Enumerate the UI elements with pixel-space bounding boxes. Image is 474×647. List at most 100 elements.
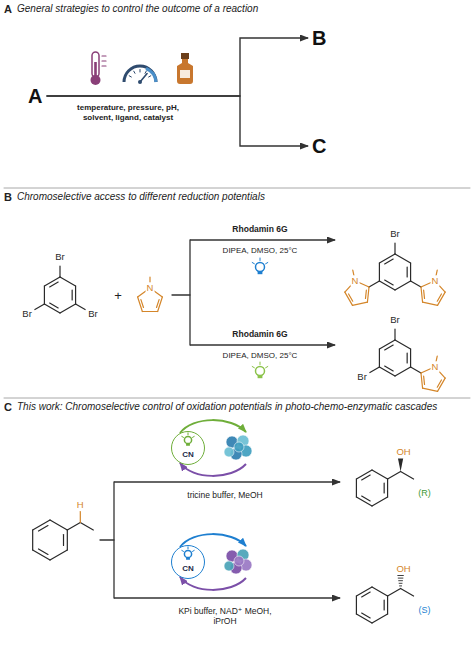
- hashed-bond: [398, 578, 403, 579]
- bond-line: [32, 530, 33, 550]
- bond-line: [401, 589, 414, 597]
- enzyme-cartoon: [224, 561, 234, 571]
- outcome-arrow: [46, 96, 308, 146]
- bond-line: [395, 340, 411, 349]
- bond-line: [379, 281, 395, 290]
- bond-line: [35, 304, 45, 310]
- gauge-tick: [140, 70, 141, 73]
- bond-line: [39, 549, 48, 554]
- reaction-letter-text: B: [312, 26, 326, 50]
- panel-letter: A: [4, 3, 12, 16]
- bond-line: [63, 535, 64, 546]
- bond-line: [365, 290, 367, 298]
- reaction-arrow: [190, 344, 335, 345]
- atom-label: H: [76, 499, 85, 510]
- panel-band: B Chromoselective access to different red…: [0, 188, 474, 398]
- bond-line: [369, 281, 379, 287]
- bond-line: [379, 340, 395, 349]
- bond-line: [385, 345, 394, 350]
- bond-line: [367, 287, 369, 302]
- light-bulb-icon: [256, 367, 265, 376]
- light-bulb-icon: [186, 557, 190, 560]
- panel-b-scheme: [35, 240, 445, 391]
- panel-separator: [4, 188, 470, 398]
- atom-label: Br: [389, 228, 401, 239]
- light-ray: [182, 436, 184, 437]
- enzyme-cartoon: [224, 447, 234, 457]
- bond-line: [394, 329, 395, 340]
- bond-line: [356, 596, 357, 614]
- catalyst-label: CN: [182, 564, 194, 574]
- thermometer-tick: [102, 65, 106, 66]
- photocatalyst-circle: CN: [171, 545, 205, 579]
- solvent-bottle-icon: [181, 53, 189, 59]
- bond-line: [395, 281, 411, 290]
- bond-line: [60, 304, 76, 313]
- bond-line: [411, 281, 421, 287]
- wedge-bond: [398, 459, 403, 472]
- bond-line: [384, 600, 385, 610]
- pressure-gauge-icon: [138, 80, 142, 84]
- pressure-gauge-icon: [124, 66, 156, 84]
- catalyst-name: Rhodamin 6G: [231, 224, 288, 234]
- pressure-gauge-icon: [146, 69, 156, 83]
- bond-line: [142, 311, 157, 312]
- panel-heading: Chromoselective access to different redu…: [17, 191, 457, 203]
- panel-letter: B: [4, 191, 12, 204]
- bond-line: [50, 520, 67, 530]
- bond-line: [362, 613, 371, 618]
- bond-line: [75, 286, 76, 304]
- bond-line: [50, 282, 59, 287]
- light-ray: [266, 263, 268, 264]
- light-bulb-icon: [182, 547, 194, 560]
- atom-label: Br: [87, 308, 99, 319]
- branch-line: [172, 294, 190, 295]
- light-bulb-icon: [252, 362, 268, 378]
- bond-line: [379, 349, 380, 367]
- bond-line: [356, 470, 372, 479]
- atom-label: Br: [21, 308, 33, 319]
- reaction-letter-text: C: [312, 134, 326, 158]
- gauge-tick: [149, 76, 151, 77]
- enzyme-cartoon: [234, 556, 244, 566]
- bond-line: [421, 287, 423, 302]
- bond-line: [423, 290, 425, 298]
- bond-line: [141, 300, 144, 308]
- reaction-letter: A: [28, 84, 42, 108]
- bond-line: [345, 292, 353, 305]
- light-ray: [260, 258, 261, 261]
- reaction-letter: C: [312, 134, 326, 158]
- panel-band: ABCAGeneral strategies to control the ou…: [0, 0, 474, 188]
- reaction-conditions: tricine buffer, MeOH: [186, 490, 263, 500]
- enzyme-cartoon: [224, 435, 252, 460]
- branch-line: [100, 539, 114, 540]
- atom-label: OH: [395, 446, 411, 457]
- solvent-bottle-icon: [180, 70, 190, 78]
- reaction-letter: B: [312, 26, 326, 50]
- bond-line: [411, 367, 421, 373]
- bond-line: [421, 373, 423, 388]
- light-ray: [188, 547, 189, 549]
- bond-line: [387, 596, 388, 614]
- panel-heading: This work: Chromoselective control of ox…: [17, 401, 457, 413]
- bond-line: [407, 353, 408, 363]
- bond-line: [387, 479, 388, 497]
- catalyst-name: Rhodamin 6G: [231, 329, 288, 339]
- gauge-tick: [134, 71, 135, 73]
- bond-line: [379, 367, 395, 376]
- bond-line: [138, 297, 143, 312]
- reaction-conditions: KPi buffer, NAD⁺ MeOH, iPrOH: [174, 606, 276, 626]
- light-ray: [188, 433, 189, 435]
- pressure-gauge-icon: [124, 66, 156, 82]
- panel-separator: [4, 188, 470, 189]
- bond-line: [157, 300, 160, 308]
- solvent-bottle-icon: [177, 53, 193, 84]
- atom-label: OH: [395, 563, 411, 574]
- hashed-bond: [398, 575, 404, 576]
- light-bulb-icon: [184, 550, 191, 557]
- bond-line: [423, 376, 425, 384]
- bond-line: [423, 388, 438, 391]
